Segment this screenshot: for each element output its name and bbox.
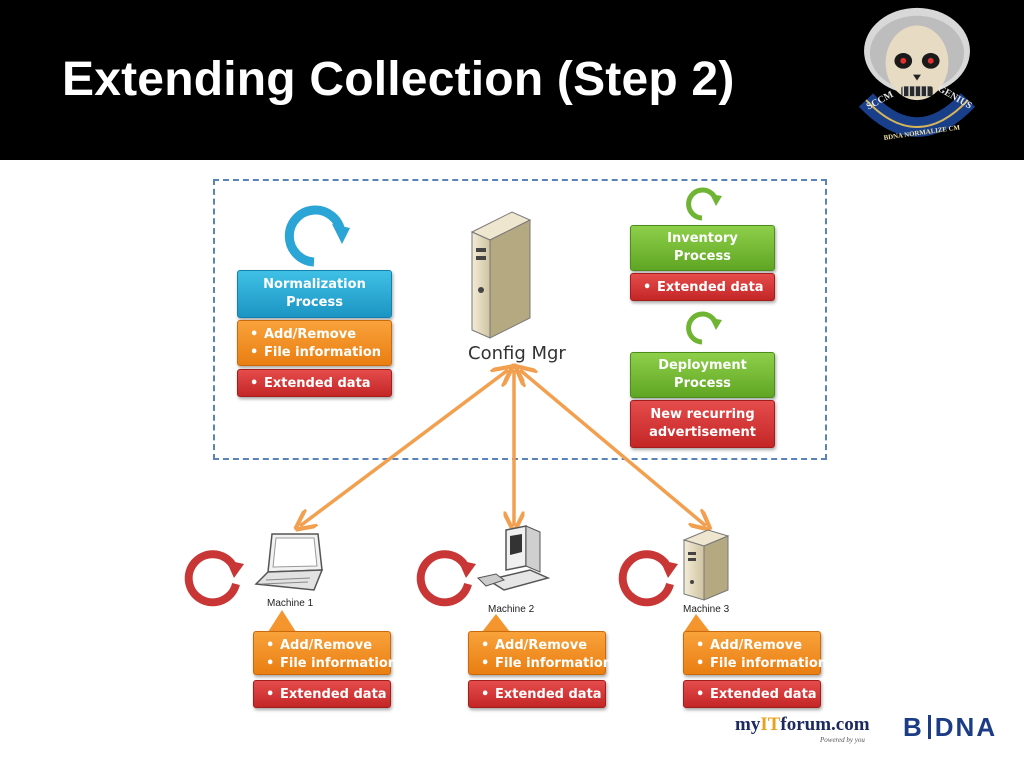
list-item: Extended data	[631, 279, 774, 297]
machine3-items-box: Add/Remove File information	[683, 631, 827, 675]
list-item: Add/Remove	[469, 637, 605, 655]
list-item: File information	[254, 655, 397, 673]
machine2-refresh-icon	[416, 550, 476, 607]
slide-title: Extending Collection (Step 2)	[62, 53, 735, 106]
machine3-server-icon	[682, 529, 730, 601]
inventory-process-box: Inventory Process	[630, 225, 775, 271]
bdna-right: DNA	[934, 712, 998, 742]
myitforum-logo: myITforum.com	[735, 714, 870, 736]
machine3-extended-box: Extended data	[683, 680, 821, 708]
inventory-title-line2: Process	[674, 249, 731, 264]
list-item: Add/Remove	[684, 637, 820, 655]
list-item: File information	[684, 655, 827, 673]
list-item: Extended data	[684, 686, 820, 704]
machine1-items-box: Add/Remove File information	[253, 631, 397, 675]
machine1-extended-box: Extended data	[253, 680, 391, 708]
machine3-refresh-icon	[618, 550, 678, 607]
myit-suffix: forum.com	[780, 714, 870, 735]
skull-icon	[885, 25, 949, 101]
normalization-title-line2: Process	[286, 295, 343, 310]
config-mgr-label: Config Mgr	[468, 343, 566, 364]
deployment-title-line1: Deployment	[658, 358, 747, 373]
list-item: Add/Remove	[238, 326, 391, 344]
deployment-detail-line1: New recurring	[650, 407, 755, 422]
list-item: Extended data	[238, 375, 391, 393]
deployment-detail-box: New recurring advertisement	[630, 400, 775, 448]
machine2-items-box: Add/Remove File information	[468, 631, 612, 675]
machine2-extended-box: Extended data	[468, 680, 606, 708]
laptop-icon	[254, 533, 324, 591]
deployment-title-line2: Process	[674, 376, 731, 391]
list-item: Add/Remove	[254, 637, 390, 655]
inventory-refresh-icon	[686, 187, 722, 221]
sccm-genius-logo: SCCM GENIUS BDNA NORMALIZE CM	[858, 7, 976, 142]
machine1-label: Machine 1	[267, 598, 314, 609]
myit-prefix: my	[735, 714, 761, 735]
deployment-process-box: Deployment Process	[630, 352, 775, 398]
list-item: File information	[469, 655, 612, 673]
myit-mid: IT	[760, 714, 781, 735]
title-bar	[0, 0, 1024, 160]
refresh-icon	[284, 205, 350, 267]
machine2-label: Machine 2	[488, 604, 535, 615]
list-item: Extended data	[254, 686, 390, 704]
server-icon	[470, 211, 532, 339]
arrow-config-machine3	[520, 370, 706, 526]
bdna-divider	[927, 715, 931, 739]
machine1-refresh-icon	[184, 550, 244, 607]
deployment-detail-line2: advertisement	[649, 425, 756, 440]
arrow-config-machine1	[300, 370, 508, 526]
bdna-logo: B DNA	[903, 712, 997, 743]
normalization-items-box: Add/Remove File information	[237, 320, 392, 366]
myitforum-tagline: Powered by you	[820, 736, 865, 744]
inventory-title-line1: Inventory	[667, 231, 738, 246]
machine3-label: Machine 3	[683, 604, 730, 615]
normalization-extended-box: Extended data	[237, 369, 392, 397]
normalization-process-box: Normalization Process	[237, 270, 392, 318]
list-item: Extended data	[469, 686, 605, 704]
deployment-refresh-icon	[686, 311, 722, 345]
desktop-icon	[477, 525, 551, 591]
machine1-callout-pointer	[268, 610, 296, 632]
list-item: File information	[238, 344, 391, 362]
normalization-title-line1: Normalization	[263, 277, 366, 292]
machine2-callout-pointer	[482, 614, 510, 632]
bdna-left: B	[903, 712, 924, 742]
machine3-callout-pointer	[684, 614, 710, 632]
inventory-extended-box: Extended data	[630, 273, 775, 301]
